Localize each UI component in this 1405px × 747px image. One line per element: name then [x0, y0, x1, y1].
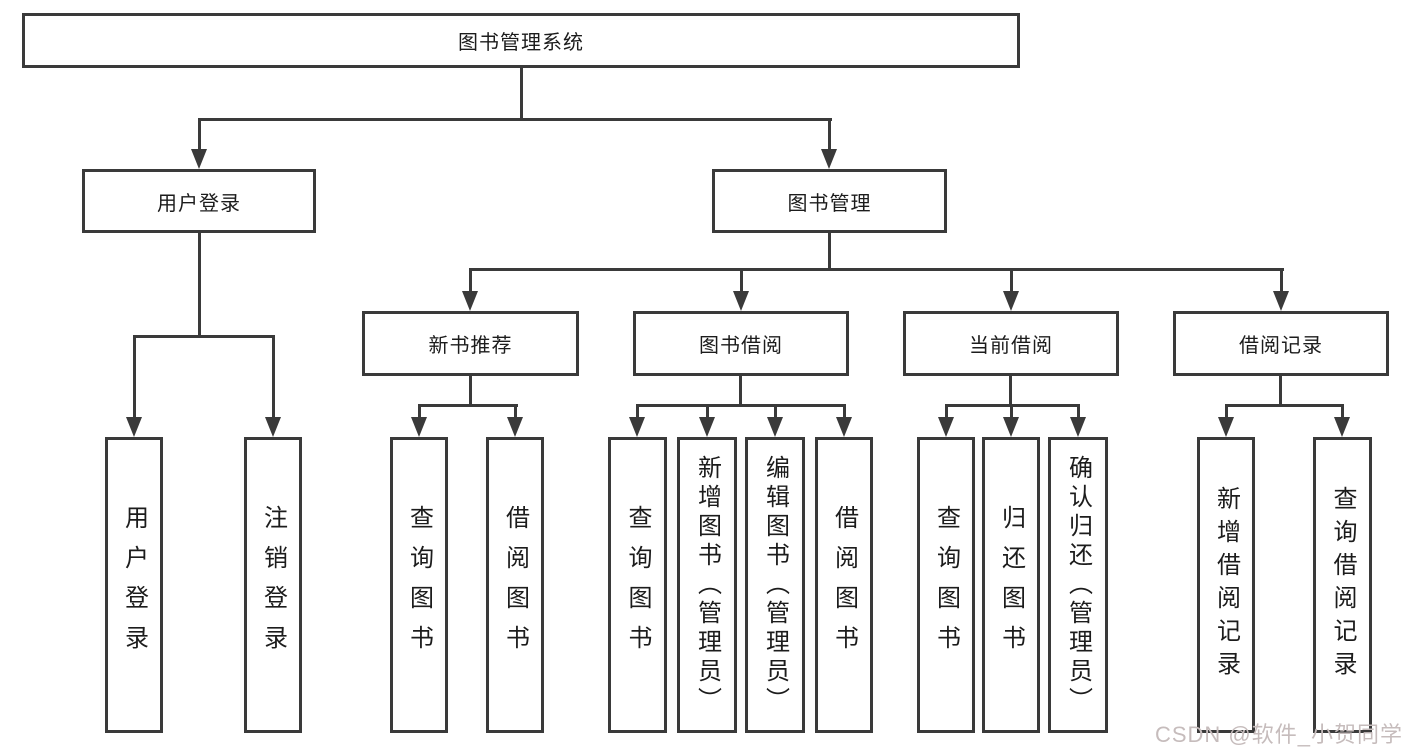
arrow-down-icon: [733, 291, 749, 311]
leaf-label: 新增图书（管理员）: [693, 454, 721, 716]
node-new-book-recommend: 新书推荐: [362, 311, 579, 376]
leaf-bb-edit-book-admin: 编辑图书（管理员）: [745, 437, 805, 733]
connector-drop-leaf-user-login: [133, 335, 136, 417]
leaf-label: 用户登录: [120, 505, 148, 665]
connector-drop: [514, 404, 517, 418]
arrow-down-icon: [1003, 417, 1019, 437]
connector-new-book-rec-trunk: [469, 376, 472, 405]
leaf-bb-borrow-book: 借阅图书: [815, 437, 873, 733]
node-label: 图书管理系统: [458, 32, 584, 54]
connector-book-mgmt-trunk: [828, 233, 831, 271]
arrow-down-icon: [836, 417, 852, 437]
connector-drop-borrow-record: [1280, 268, 1283, 291]
connector-root-split: [198, 118, 832, 121]
arrow-down-icon: [1218, 417, 1234, 437]
node-label: 当前借阅: [969, 335, 1053, 357]
connector-current-borrow-trunk: [1009, 376, 1012, 405]
arrow-down-icon: [507, 417, 523, 437]
leaf-br-add-record: 新增借阅记录: [1197, 437, 1255, 733]
node-label: 图书借阅: [699, 335, 783, 357]
arrow-down-icon: [938, 417, 954, 437]
connector-drop-book-mgmt: [828, 118, 831, 149]
csdn-watermark: CSDN @软件_小贺同学: [1154, 722, 1403, 747]
arrow-down-icon: [1334, 417, 1350, 437]
leaf-label: 查询图书: [405, 505, 433, 665]
connector-drop: [706, 404, 709, 418]
leaf-cb-confirm-return-admin: 确认归还（管理员）: [1048, 437, 1108, 733]
connector-drop: [774, 404, 777, 418]
connector-new-book-rec-split: [418, 404, 518, 407]
connector-borrow-record-trunk: [1279, 376, 1282, 405]
leaf-label: 确认归还（管理员）: [1064, 454, 1092, 716]
leaf-bb-add-book-admin: 新增图书（管理员）: [677, 437, 737, 733]
arrow-down-icon: [191, 149, 207, 169]
leaf-label: 新增借阅记录: [1212, 486, 1240, 684]
arrow-down-icon: [699, 417, 715, 437]
node-book-borrowing: 图书借阅: [633, 311, 849, 376]
node-current-borrowing: 当前借阅: [903, 311, 1119, 376]
leaf-label: 借阅图书: [830, 505, 858, 665]
leaf-label: 编辑图书（管理员）: [761, 454, 789, 716]
connector-drop: [843, 404, 846, 418]
leaf-cb-return-book: 归还图书: [982, 437, 1040, 733]
arrow-down-icon: [411, 417, 427, 437]
leaf-bb-query-book: 查询图书: [608, 437, 667, 733]
connector-drop: [1341, 404, 1344, 418]
leaf-label: 归还图书: [997, 505, 1025, 665]
node-library-system: 图书管理系统: [22, 13, 1020, 68]
arrow-down-icon: [265, 417, 281, 437]
connector-drop: [945, 404, 948, 418]
arrow-down-icon: [462, 291, 478, 311]
connector-drop-user-login: [198, 118, 201, 149]
connector-user-login-split: [133, 335, 275, 338]
connector-book-borrow-trunk: [739, 376, 742, 405]
arrow-down-icon: [1070, 417, 1086, 437]
connector-drop: [1010, 404, 1013, 418]
connector-book-mgmt-split: [469, 268, 1284, 271]
connector-root-trunk: [520, 68, 523, 118]
node-borrow-records: 借阅记录: [1173, 311, 1389, 376]
leaf-rec-query-book: 查询图书: [390, 437, 448, 733]
leaf-user-login: 用户登录: [105, 437, 163, 733]
connector-drop: [1225, 404, 1228, 418]
leaf-br-query-record: 查询借阅记录: [1313, 437, 1372, 733]
connector-user-login-trunk: [198, 233, 201, 336]
node-book-management: 图书管理: [712, 169, 947, 233]
leaf-logout: 注销登录: [244, 437, 302, 733]
leaf-label: 查询借阅记录: [1329, 486, 1356, 684]
arrow-down-icon: [629, 417, 645, 437]
leaf-cb-query-book: 查询图书: [917, 437, 975, 733]
connector-drop: [1077, 404, 1080, 418]
node-label: 借阅记录: [1239, 335, 1323, 357]
connector-drop-book-borrow: [740, 268, 743, 291]
leaf-rec-borrow-book: 借阅图书: [486, 437, 544, 733]
leaf-label: 注销登录: [259, 505, 287, 665]
arrow-down-icon: [1003, 291, 1019, 311]
leaf-label: 借阅图书: [501, 505, 529, 665]
node-label: 用户登录: [157, 192, 241, 215]
connector-drop-new-book-rec: [469, 268, 472, 291]
leaf-label: 查询图书: [624, 505, 651, 665]
arrow-down-icon: [1273, 291, 1289, 311]
node-label: 图书管理: [787, 192, 872, 215]
connector-book-borrow-split: [636, 404, 846, 407]
arrow-down-icon: [126, 417, 142, 437]
connector-drop: [636, 404, 639, 418]
connector-borrow-record-split: [1225, 404, 1344, 407]
arrow-down-icon: [821, 149, 837, 169]
connector-drop-current-borrow: [1010, 268, 1013, 291]
node-user-login: 用户登录: [82, 169, 316, 233]
node-label: 新书推荐: [428, 335, 513, 357]
arrow-down-icon: [767, 417, 783, 437]
connector-drop: [418, 404, 421, 418]
leaf-label: 查询图书: [932, 505, 960, 665]
connector-drop-leaf-logout: [272, 335, 275, 417]
